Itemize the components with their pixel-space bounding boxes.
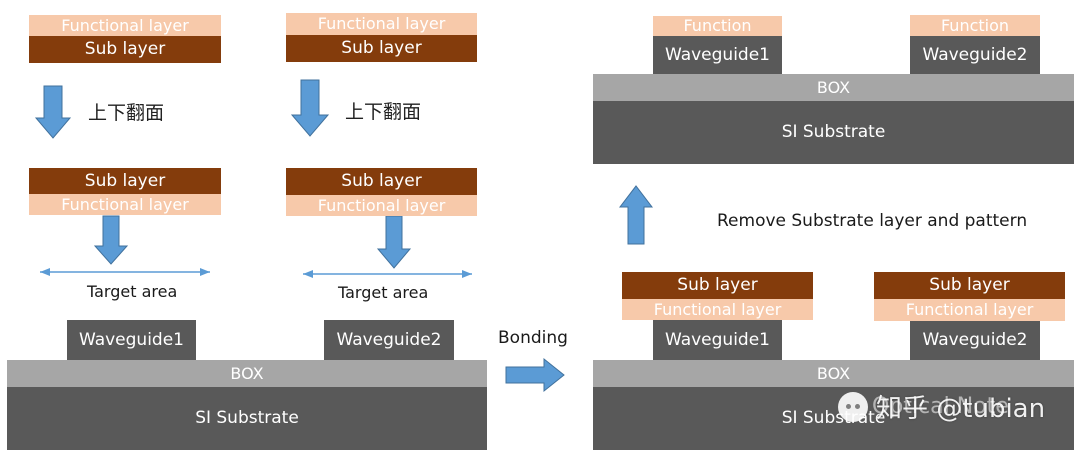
functional-layer-flipped-right: Functional layer bbox=[286, 195, 477, 216]
box-layer-bonded: BOX bbox=[593, 360, 1074, 387]
functional-layer-top-left: Functional layer bbox=[29, 15, 221, 36]
functional-layer-bonded-2: Functional layer bbox=[874, 299, 1065, 321]
functional-layer-flipped-left: Functional layer bbox=[29, 194, 221, 215]
up-arrow-remove bbox=[618, 185, 654, 245]
functional-layer-top-right: Functional layer bbox=[286, 13, 477, 35]
wechat-icon bbox=[838, 391, 868, 422]
function-layer-final-2: Function bbox=[910, 15, 1040, 36]
sub-layer-bonded-2: Sub layer bbox=[874, 272, 1065, 299]
box-layer-final: BOX bbox=[593, 74, 1074, 101]
waveguide1-bonded: Waveguide1 bbox=[653, 320, 782, 360]
waveguide2-final: Waveguide2 bbox=[910, 36, 1040, 74]
si-substrate-final: SI Substrate bbox=[593, 101, 1074, 164]
down-arrow-target-right bbox=[376, 215, 412, 269]
watermark-text: 知乎 @tubian bbox=[876, 394, 1046, 424]
target-area-label-left: Target area bbox=[87, 282, 178, 301]
watermark: 知乎 @tubian bbox=[838, 388, 1045, 425]
remove-substrate-label: Remove Substrate layer and pattern bbox=[717, 211, 1028, 231]
waveguide1-final: Waveguide1 bbox=[653, 36, 782, 74]
flip-down-arrow-right bbox=[290, 79, 330, 137]
function-layer-final-1: Function bbox=[653, 16, 782, 36]
si-substrate-left: SI Substrate bbox=[7, 387, 487, 450]
down-arrow-target-left bbox=[93, 215, 129, 265]
watermark-overlay-text: Optical Note bbox=[872, 394, 1009, 419]
functional-layer-bonded-1: Functional layer bbox=[622, 299, 813, 320]
flip-label-right: 上下翻面 bbox=[345, 101, 422, 123]
sub-layer-bonded-1: Sub layer bbox=[622, 272, 813, 299]
bonding-right-arrow bbox=[505, 357, 565, 393]
sub-layer-top-right: Sub layer bbox=[286, 35, 477, 62]
bonding-label: Bonding bbox=[498, 328, 568, 348]
flip-down-arrow-left bbox=[34, 85, 72, 139]
sub-layer-top-left: Sub layer bbox=[29, 36, 221, 63]
waveguide2-left: Waveguide2 bbox=[324, 320, 454, 360]
sub-layer-flipped-left: Sub layer bbox=[29, 168, 221, 194]
box-layer-left: BOX bbox=[7, 360, 487, 387]
flip-label-left: 上下翻面 bbox=[88, 102, 165, 124]
target-area-label-right: Target area bbox=[338, 283, 429, 302]
waveguide1-left: Waveguide1 bbox=[67, 320, 196, 360]
sub-layer-flipped-right: Sub layer bbox=[286, 168, 477, 195]
waveguide2-bonded: Waveguide2 bbox=[910, 321, 1040, 360]
